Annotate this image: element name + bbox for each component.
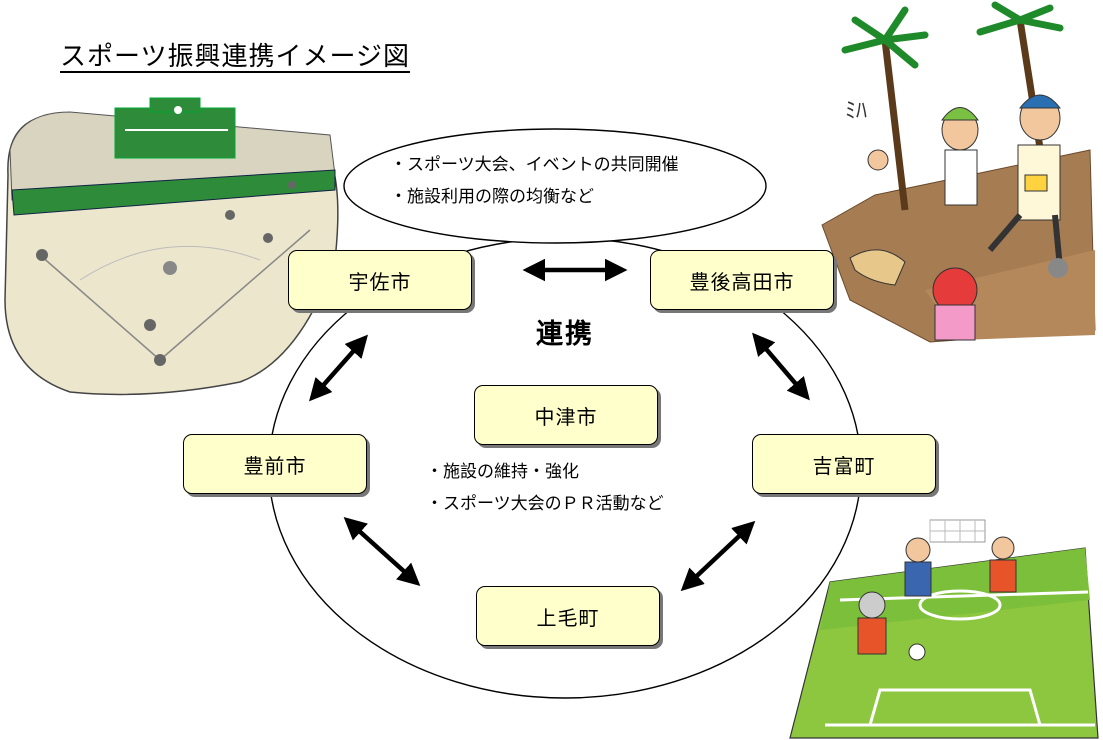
shared-activity-item: ・スポーツ大会、イベントの共同開催 bbox=[390, 155, 679, 175]
node-usa: 宇佐市 bbox=[288, 250, 472, 310]
soccer-illustration bbox=[789, 519, 1099, 739]
node-yoshitomi: 吉富町 bbox=[752, 434, 936, 494]
node-nakatsu: 中津市 bbox=[474, 385, 658, 445]
center-notes: ・施設の維持・強化 ・スポーツ大会のＰＲ活動など bbox=[426, 456, 664, 520]
diagram-title: スポーツ振興連携イメージ図 bbox=[60, 42, 410, 72]
svg-text:ﾐﾊ: ﾐﾊ bbox=[845, 98, 867, 123]
shared-activities-bubble bbox=[343, 128, 767, 244]
arrow-yoshitomi-kouge bbox=[680, 520, 756, 592]
center-note-item: ・施設の維持・強化 bbox=[426, 462, 579, 482]
marathon-illustration: ﾐﾊ bbox=[821, 1, 1096, 343]
shared-activity-item: ・施設利用の際の均衡など bbox=[390, 187, 594, 207]
shared-activities-note: ・スポーツ大会、イベントの共同開催 ・施設利用の際の均衡など bbox=[390, 149, 679, 213]
center-note-item: ・スポーツ大会のＰＲ活動など bbox=[426, 494, 664, 514]
arrow-bungotakada-yoshitomi bbox=[752, 332, 810, 401]
node-buzen: 豊前市 bbox=[183, 434, 367, 494]
baseball-illustration bbox=[4, 97, 339, 396]
link-label: 連携 bbox=[536, 319, 594, 350]
node-kouge: 上毛町 bbox=[476, 586, 660, 646]
arrow-buzen-kouge bbox=[343, 516, 421, 587]
node-bungotakada: 豊後高田市 bbox=[650, 250, 834, 310]
arrow-usa-buzen bbox=[309, 334, 368, 402]
